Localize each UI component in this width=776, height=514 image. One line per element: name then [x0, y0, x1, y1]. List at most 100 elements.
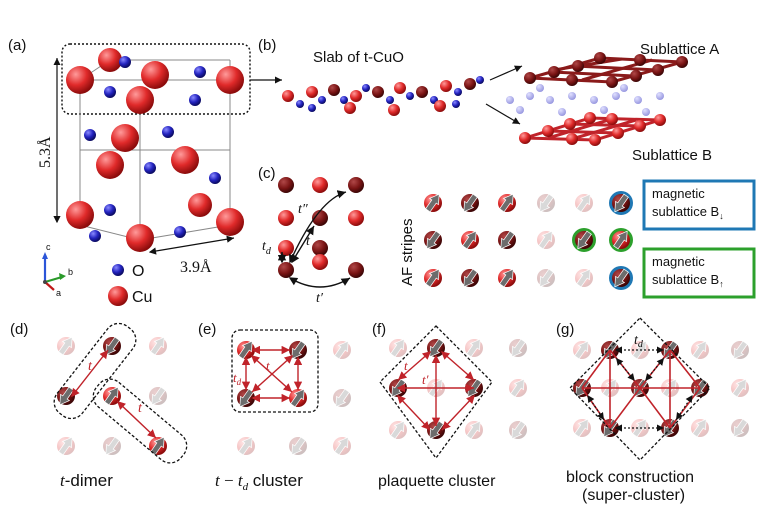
spin-site	[55, 385, 76, 409]
spin-site	[507, 337, 528, 361]
hop-td-label: td	[262, 239, 272, 257]
panel-e-label: (e)	[198, 321, 216, 338]
panel-b: (b) Slab of t-CuO	[258, 37, 719, 164]
spin-site	[56, 433, 77, 457]
axis-c-label: c	[46, 242, 51, 252]
dimer-hop-2-label: t	[138, 401, 143, 416]
panel-f-caption: plaquette cluster	[378, 473, 496, 490]
panel-g-label: (g)	[556, 321, 574, 338]
spin-site	[507, 419, 528, 443]
width-arrow	[148, 235, 235, 255]
sublattice-b-label: Sublattice B	[632, 147, 712, 164]
dimer-hop-2	[116, 401, 157, 439]
box-up-line2: sublattice B↑	[652, 272, 724, 289]
spin-site	[460, 227, 481, 251]
spin-site	[464, 335, 485, 359]
dimer-hop-1	[71, 349, 109, 398]
panel-e-caption: t − td cluster	[215, 471, 303, 493]
spin-site	[690, 337, 711, 361]
sublattice-a-label: Sublattice A	[640, 41, 719, 58]
atom-legend: O Cu	[108, 263, 152, 306]
spin-site	[464, 417, 485, 441]
plaquette-bonds	[396, 351, 475, 431]
spin-site	[497, 190, 518, 214]
spin-site	[572, 228, 596, 253]
super-cluster-td-bonds	[587, 346, 693, 432]
spin-site	[236, 433, 257, 457]
panel-b-label: (b)	[258, 37, 276, 54]
e-hop-td-label: td	[233, 370, 242, 387]
spin-site	[536, 227, 557, 251]
spin-site	[287, 435, 308, 459]
panel-g-caption-1: block construction	[566, 469, 694, 486]
panel-d-spins	[55, 333, 169, 459]
g-hop-td-label: td	[634, 333, 644, 350]
hop-tp-label: t′	[316, 291, 324, 306]
spin-site	[574, 190, 595, 214]
spin-site	[497, 265, 518, 289]
spin-site	[690, 415, 711, 439]
spin-site	[572, 337, 593, 361]
spin-site	[236, 337, 257, 361]
panel-c: (c) t″ t td t′ AF stripes magnetic subla…	[258, 165, 756, 306]
sublattice-a-atoms	[524, 52, 688, 88]
spin-site	[459, 192, 480, 216]
spin-site	[459, 267, 480, 291]
spin-site	[730, 375, 751, 399]
to-sublattice-b-arrow	[485, 103, 521, 125]
f-hop-tp-label: t′	[422, 372, 429, 387]
panel-g-caption-2: (super-cluster)	[582, 487, 685, 504]
legend-cu-label: Cu	[132, 289, 152, 306]
axis-a-label: a	[56, 288, 61, 298]
af-stripes-label: AF stripes	[399, 218, 416, 286]
dimer-box-2	[92, 378, 188, 464]
legend-o-label: O	[132, 263, 144, 280]
spin-site	[331, 387, 352, 411]
panel-c-label: (c)	[258, 165, 276, 182]
panel-d-caption: t-dimer	[60, 471, 113, 490]
f-hop-t-label: t	[404, 358, 408, 373]
af-stripes-grid	[422, 190, 633, 291]
panel-e: (e) td t t − td cluster	[198, 321, 353, 493]
spin-site	[609, 191, 633, 216]
spin-site	[148, 333, 169, 357]
panel-a-label: (a)	[8, 37, 26, 54]
legend-o-swatch	[112, 264, 124, 276]
t-td-bonds	[241, 345, 303, 403]
box-down-line2: sublattice B↓	[652, 204, 724, 221]
spin-site	[609, 227, 633, 252]
hop-tpp-label: t″	[298, 202, 308, 217]
spin-site	[630, 415, 651, 439]
panel-g-spins	[571, 337, 751, 441]
pale-oxygen-layer	[506, 84, 664, 116]
box-up-line1: magnetic	[652, 254, 705, 269]
slab-label: Slab of t-CuO	[313, 49, 404, 66]
sublattice-b-atoms	[519, 112, 666, 146]
hopping-lattice	[278, 177, 364, 278]
slab-highlight-box	[61, 43, 251, 115]
dimer-hop-1-label: t	[88, 359, 93, 374]
spin-site	[609, 266, 633, 291]
box-down-line1: magnetic	[652, 186, 705, 201]
panel-f: (f) t t′ plaquette cluster	[372, 321, 529, 490]
spin-site	[332, 433, 353, 457]
spin-site	[535, 267, 556, 291]
spin-site	[287, 339, 308, 363]
box-sublattice-down	[642, 179, 756, 231]
to-sublattice-a-arrow	[489, 65, 523, 81]
hop-tp-arrow	[288, 277, 351, 288]
spin-site	[388, 417, 409, 441]
spin-site	[423, 190, 444, 214]
spin-site	[729, 417, 750, 441]
panel-d: (d) t t t-dimer	[10, 321, 188, 490]
spin-site	[572, 415, 593, 439]
panel-a: (a)	[8, 37, 282, 306]
spin-site	[508, 375, 529, 399]
panel-e-spins	[235, 337, 353, 459]
panel-g: (g) td block construction (super-cluste	[556, 317, 751, 504]
axis-b-label: b	[68, 267, 73, 277]
spin-site	[56, 333, 77, 357]
spin-site	[101, 435, 122, 459]
panel-d-label: (d)	[10, 321, 28, 338]
